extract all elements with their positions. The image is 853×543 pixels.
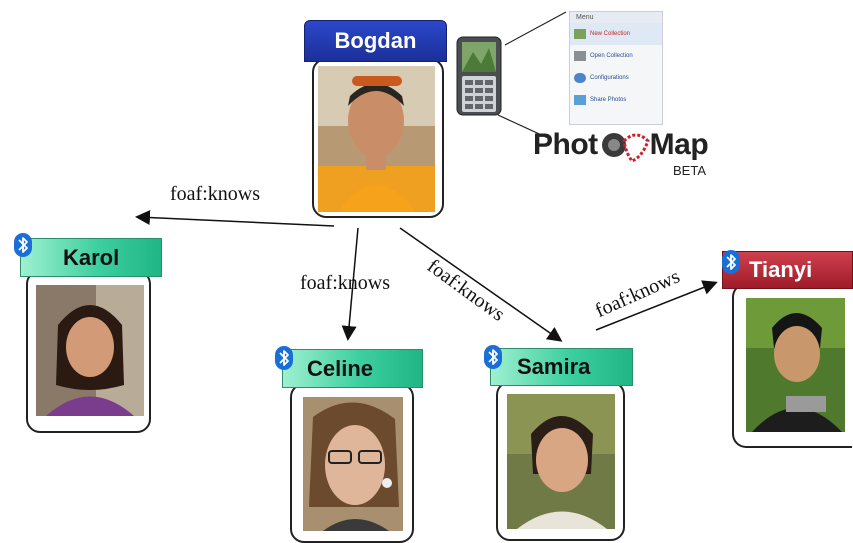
camera-icon (574, 51, 586, 61)
photomap-logo: Phot Map BETA (533, 125, 713, 185)
person-name: Bogdan (334, 28, 417, 53)
edge-samira-tianyi (595, 280, 718, 331)
app-menu-item: New Collection (570, 23, 662, 45)
person-name: Celine (307, 355, 374, 381)
bluetooth-icon (14, 233, 32, 257)
person-name-bar: Bogdan (304, 20, 447, 62)
person-photo (36, 285, 144, 416)
phone-connector-top (504, 11, 567, 46)
person-name: Karol (63, 244, 120, 270)
app-menu-item: Configurations (570, 67, 662, 89)
edge-label-bogdan-celine: foaf:knows (300, 272, 390, 294)
person-photo (318, 66, 435, 212)
person-photo (746, 298, 845, 432)
folder-icon (574, 29, 586, 39)
share-icon (574, 95, 586, 105)
logo-text-right: Map (649, 128, 709, 161)
app-menu-screenshot: Menu New Collection Open Collection Conf… (569, 11, 663, 125)
bluetooth-icon (275, 346, 293, 370)
edge-bogdan-samira (399, 227, 563, 342)
person-name: Samira (517, 354, 591, 379)
app-menu-title: Menu (570, 12, 662, 23)
camera-heart-icon (598, 127, 650, 163)
edge-bogdan-karol (135, 210, 335, 227)
edge-bogdan-celine (341, 227, 359, 341)
app-menu-item: Share Photos (570, 89, 662, 111)
person-name: Tianyi (749, 257, 813, 282)
phone-connector-bottom (497, 114, 549, 139)
person-photo (507, 394, 615, 529)
portrait-illustration (746, 298, 845, 432)
logo-text-left: Phot (533, 128, 598, 161)
portrait-illustration (303, 397, 403, 531)
app-menu-item: Open Collection (570, 45, 662, 67)
bluetooth-icon (484, 345, 502, 369)
portrait-illustration (36, 285, 144, 416)
portrait-illustration (318, 66, 435, 212)
bluetooth-icon (722, 250, 740, 274)
mobile-phone-icon (455, 36, 503, 116)
person-photo (303, 397, 403, 531)
edge-label-bogdan-karol: foaf:knows (170, 183, 260, 205)
gear-icon (574, 73, 586, 83)
person-name-bar: Celine (282, 349, 423, 388)
person-name-bar: Karol (20, 238, 162, 277)
person-name-bar: Tianyi (722, 251, 853, 289)
beta-badge: BETA (673, 163, 706, 178)
person-name-bar: Samira (490, 348, 633, 386)
portrait-illustration (507, 394, 615, 529)
